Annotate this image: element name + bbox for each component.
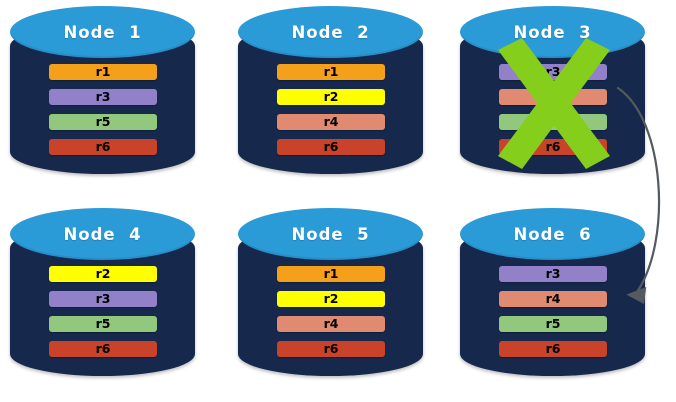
node-title: Node 3 bbox=[513, 22, 592, 42]
replica-list: r1 r3 r5 r6 bbox=[49, 64, 157, 155]
replica-bar-r2[interactable]: r2 bbox=[277, 89, 385, 105]
replica-bar-r3[interactable]: r3 bbox=[49, 291, 157, 307]
replica-bar-r2[interactable]: r2 bbox=[49, 266, 157, 282]
replica-bar-r4[interactable]: r4 bbox=[499, 291, 607, 307]
replica-bar-r2[interactable]: r2 bbox=[277, 291, 385, 307]
replica-bar-r6[interactable]: r6 bbox=[277, 139, 385, 155]
replica-list: r3 r4 r5 r6 bbox=[499, 266, 607, 357]
replica-bar-r3[interactable]: r3 bbox=[499, 64, 607, 80]
cylinder-top bbox=[460, 208, 645, 260]
cylinder-top bbox=[238, 208, 423, 260]
replica-list: r1 r2 r4 r6 bbox=[277, 266, 385, 357]
replica-bar-r5[interactable]: r5 bbox=[499, 316, 607, 332]
replica-bar-r6[interactable]: r6 bbox=[49, 341, 157, 357]
node-4[interactable]: r2 r3 r5 r6 Node 4 bbox=[10, 208, 195, 386]
replica-bar-r6[interactable]: r6 bbox=[499, 341, 607, 357]
replica-bar-r5[interactable]: r5 bbox=[499, 114, 607, 130]
replica-bar-r5[interactable]: r5 bbox=[49, 114, 157, 130]
replica-list: r1 r2 r4 r6 bbox=[277, 64, 385, 155]
replica-bar-r1[interactable]: r1 bbox=[49, 64, 157, 80]
replica-bar-r6[interactable]: r6 bbox=[49, 139, 157, 155]
cylinder-top bbox=[238, 6, 423, 58]
cylinder-top bbox=[10, 6, 195, 58]
node-3[interactable]: r3 r4 r5 r6 Node 3 bbox=[460, 6, 645, 184]
node-2[interactable]: r1 r2 r4 r6 Node 2 bbox=[238, 6, 423, 184]
replica-bar-r6[interactable]: r6 bbox=[277, 341, 385, 357]
replica-list: r3 r4 r5 r6 bbox=[499, 64, 607, 155]
node-title: Node 1 bbox=[63, 22, 142, 42]
replica-bar-r5[interactable]: r5 bbox=[49, 316, 157, 332]
replica-bar-r1[interactable]: r1 bbox=[277, 266, 385, 282]
node-6[interactable]: r3 r4 r5 r6 Node 6 bbox=[460, 208, 645, 386]
node-1[interactable]: r1 r3 r5 r6 Node 1 bbox=[10, 6, 195, 184]
node-title: Node 4 bbox=[63, 224, 142, 244]
replica-bar-r3[interactable]: r3 bbox=[49, 89, 157, 105]
node-title: Node 2 bbox=[291, 22, 370, 42]
node-title: Node 5 bbox=[291, 224, 370, 244]
replica-bar-r4[interactable]: r4 bbox=[277, 316, 385, 332]
replica-list: r2 r3 r5 r6 bbox=[49, 266, 157, 357]
node-5[interactable]: r1 r2 r4 r6 Node 5 bbox=[238, 208, 423, 386]
node-title: Node 6 bbox=[513, 224, 592, 244]
replica-bar-r1[interactable]: r1 bbox=[277, 64, 385, 80]
cylinder-top bbox=[10, 208, 195, 260]
replica-bar-r6[interactable]: r6 bbox=[499, 139, 607, 155]
replica-bar-r3[interactable]: r3 bbox=[499, 266, 607, 282]
replica-bar-r4[interactable]: r4 bbox=[499, 89, 607, 105]
replica-bar-r4[interactable]: r4 bbox=[277, 114, 385, 130]
